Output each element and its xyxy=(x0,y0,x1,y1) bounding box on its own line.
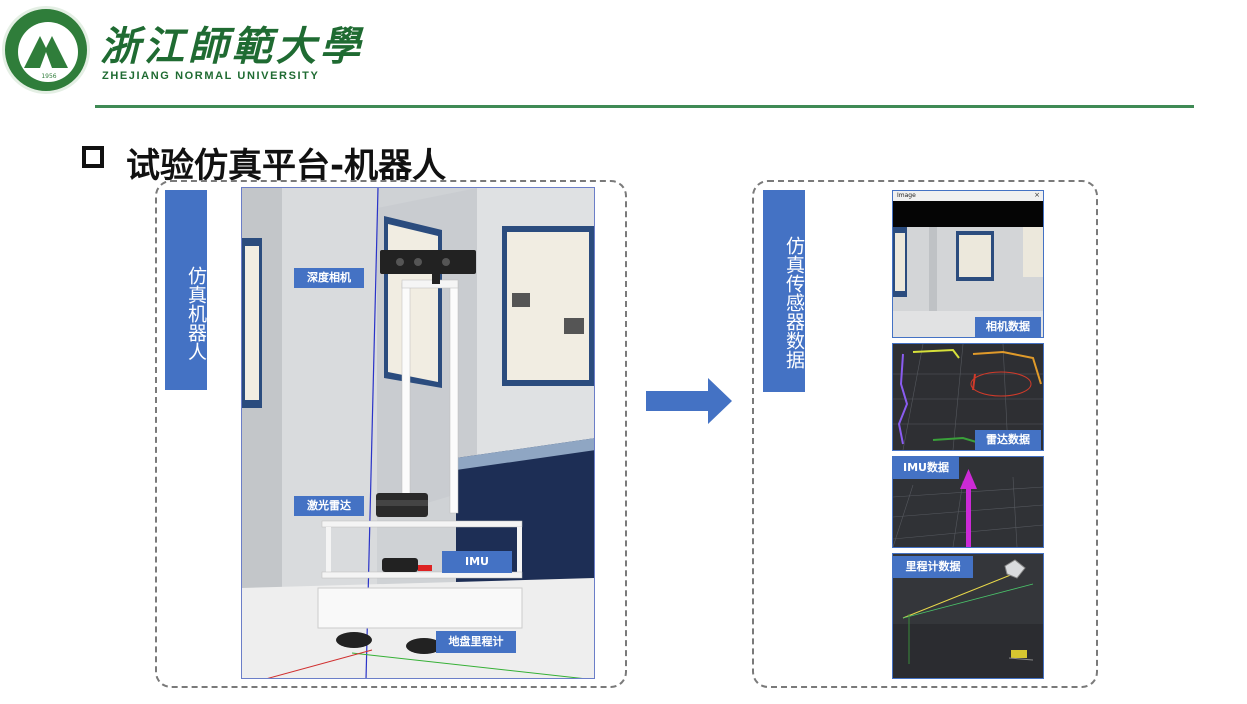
callout-depth-camera: 深度相机 xyxy=(294,268,364,288)
radar-data-panel: 雷达数据 xyxy=(892,343,1044,451)
robot-scene-graphic xyxy=(242,188,594,678)
logo-emblem xyxy=(18,22,78,82)
odometry-trajectory-graphic xyxy=(893,559,1043,678)
robot-group xyxy=(155,180,627,688)
mountain-emblem-icon xyxy=(24,36,68,68)
arrow-right-icon xyxy=(646,378,732,424)
callout-lidar: 激光雷达 xyxy=(294,496,364,516)
callout-imu: IMU xyxy=(442,551,512,573)
logo-year: 1956 xyxy=(41,73,57,80)
imu-data-label: IMU数据 xyxy=(893,457,959,479)
camera-image-graphic xyxy=(893,227,1043,337)
slide-title: 试验仿真平台-机器人 xyxy=(126,146,447,186)
header-divider xyxy=(95,105,1194,108)
university-logo: 1956 xyxy=(2,6,90,94)
radar-scan-graphic xyxy=(893,344,1043,450)
university-name-en: ZHEJIANG NORMAL UNIVERSITY xyxy=(102,70,320,82)
odometry-data-panel: 里程计数据 xyxy=(892,553,1044,679)
callout-odometry: 地盘里程计 xyxy=(436,631,516,653)
university-name-cn: 浙江師範大學 xyxy=(100,23,364,70)
title-bullet-square xyxy=(82,146,104,168)
robot-label: 仿真机器人 xyxy=(165,190,207,390)
imu-vector-graphic xyxy=(893,469,1043,547)
camera-data-panel: Image × 相机数据 xyxy=(892,190,1044,338)
image-window-title: Image xyxy=(897,192,916,199)
odometry-data-label: 里程计数据 xyxy=(893,556,973,578)
camera-data-label: 相机数据 xyxy=(975,317,1041,337)
sensor-group xyxy=(752,180,1098,688)
imu-data-panel: IMU数据 xyxy=(892,456,1044,548)
radar-data-label: 雷达数据 xyxy=(975,430,1041,450)
robot-simulation-view: 深度相机 激光雷达 IMU 地盘里程计 xyxy=(241,187,595,679)
close-icon[interactable]: × xyxy=(1034,191,1040,199)
sensor-label: 仿真传感器数据 xyxy=(763,190,805,392)
